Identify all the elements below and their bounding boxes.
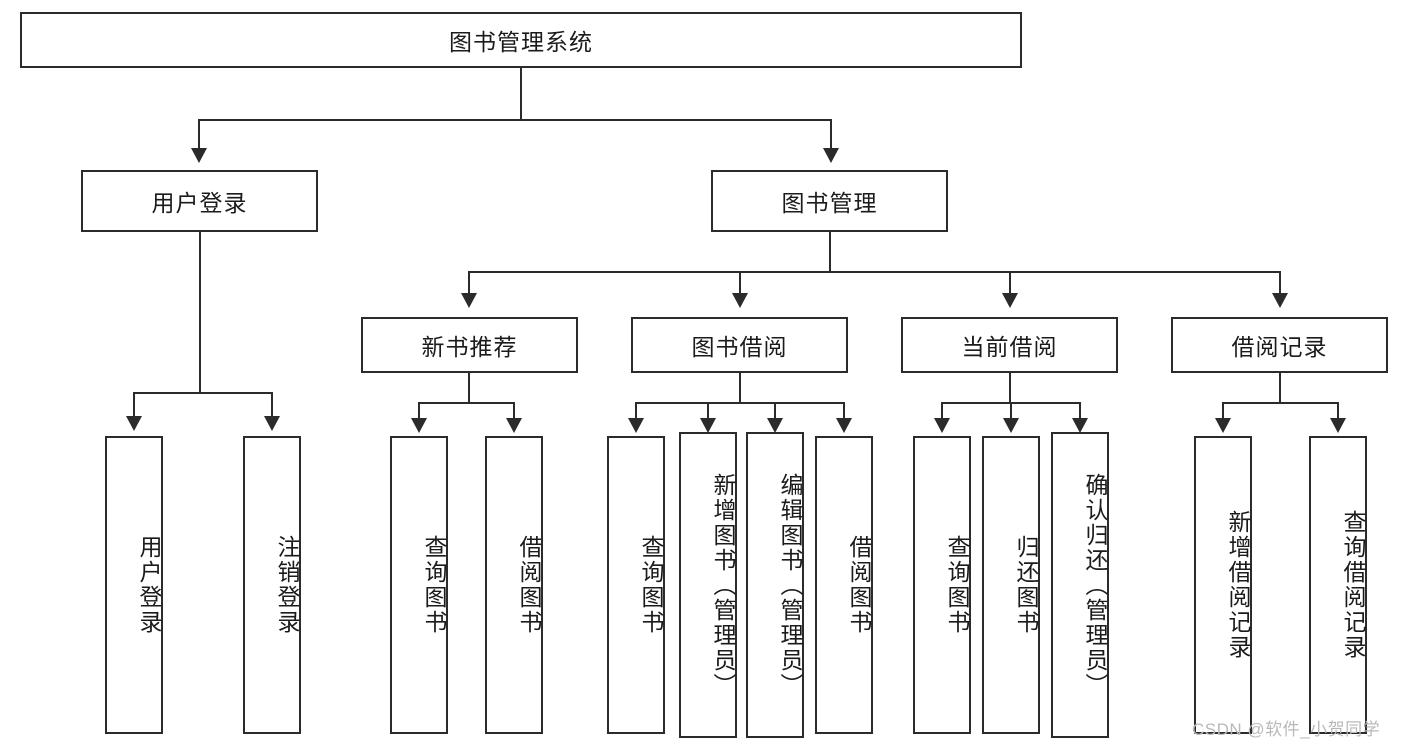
- leaf-record-query-borrow-record[interactable]: 查询借阅记录: [1309, 436, 1367, 734]
- leaf-borrow-edit-book-admin[interactable]: 编辑图书（管理员）: [746, 432, 804, 738]
- arrow-book-borrow-leaf-3: [767, 418, 783, 433]
- edge-user-login-to-leaf-1: [133, 392, 135, 417]
- edge-new-book-bus: [418, 402, 514, 404]
- node-book-management[interactable]: 图书管理: [711, 170, 948, 232]
- leaf-logout-login[interactable]: 注销登录: [243, 436, 301, 734]
- leaf-current-return-book[interactable]: 归还图书: [982, 436, 1040, 734]
- arrow-new-book-leaf-2: [506, 418, 522, 433]
- node-label: 图书借阅: [691, 334, 788, 360]
- edge-root-stem: [520, 68, 522, 120]
- node-new-book-recommend[interactable]: 新书推荐: [361, 317, 578, 373]
- node-label: 查询图书: [421, 535, 447, 635]
- arrow-to-user-login: [191, 148, 207, 163]
- edge-book-borrow-to-leaf-4: [843, 402, 845, 419]
- node-borrow-record[interactable]: 借阅记录: [1171, 317, 1388, 373]
- arrow-book-borrow-leaf-2: [700, 418, 716, 433]
- csdn-watermark: CSDN @软件_小贺同学: [1192, 720, 1381, 739]
- edge-root-bus: [198, 119, 832, 121]
- node-user-login[interactable]: 用户登录: [81, 170, 318, 232]
- edge-current-borrow-stem: [1009, 373, 1011, 403]
- node-label: 查询借阅记录: [1340, 510, 1366, 660]
- arrow-to-book-mgmt: [823, 148, 839, 163]
- edge-book-borrow-stem: [739, 373, 741, 403]
- node-label: 当前借阅: [961, 334, 1058, 360]
- node-label: 查询图书: [638, 535, 664, 635]
- edge-current-borrow-to-leaf-3: [1079, 402, 1081, 419]
- node-root-system[interactable]: 图书管理系统: [20, 12, 1022, 68]
- arrow-user-login-leaf-1: [126, 416, 142, 431]
- node-label: 注销登录: [274, 535, 300, 635]
- arrow-new-book-leaf-1: [411, 418, 427, 433]
- arrow-book-borrow-leaf-1: [628, 418, 644, 433]
- edge-borrow-record-bus: [1222, 402, 1338, 404]
- edge-user-login-bus: [133, 392, 271, 394]
- arrow-l3-borrow-record: [1272, 293, 1288, 308]
- arrow-borrow-record-leaf-2: [1330, 418, 1346, 433]
- node-label: 归还图书: [1013, 535, 1039, 635]
- edge-book-borrow-to-leaf-3: [774, 402, 776, 419]
- leaf-user-login[interactable]: 用户登录: [105, 436, 163, 734]
- edge-borrow-record-stem: [1279, 373, 1281, 403]
- node-label: 用户登录: [151, 190, 248, 216]
- edge-new-book-to-leaf-1: [418, 402, 420, 419]
- edge-book-mgmt-bus: [468, 271, 1280, 273]
- node-label: 新增图书（管理员）: [710, 472, 736, 698]
- arrow-current-borrow-leaf-1: [934, 418, 950, 433]
- node-label: 借阅图书: [516, 535, 542, 635]
- node-label: 用户登录: [136, 535, 162, 635]
- edge-current-borrow-to-leaf-2: [1010, 402, 1012, 419]
- node-label: 查询图书: [944, 535, 970, 635]
- arrow-user-login-leaf-2: [264, 416, 280, 431]
- node-label: 借阅记录: [1231, 334, 1328, 360]
- arrow-l3-book-borrow: [732, 293, 748, 308]
- arrow-current-borrow-leaf-3: [1072, 418, 1088, 433]
- edge-borrow-record-to-leaf-1: [1222, 402, 1224, 419]
- node-label: 新书推荐: [421, 334, 518, 360]
- arrow-borrow-record-leaf-1: [1215, 418, 1231, 433]
- arrow-l3-new-book: [461, 293, 477, 308]
- leaf-current-query-book[interactable]: 查询图书: [913, 436, 971, 734]
- edge-root-to-user-login: [198, 119, 200, 149]
- edge-book-borrow-to-leaf-1: [635, 402, 637, 419]
- edge-book-mgmt-to-l3-3: [1009, 271, 1011, 294]
- node-label: 图书管理: [781, 190, 878, 216]
- leaf-record-add-borrow-record[interactable]: 新增借阅记录: [1194, 436, 1252, 734]
- edge-book-borrow-to-leaf-2: [707, 402, 709, 419]
- leaf-borrow-query-book[interactable]: 查询图书: [607, 436, 665, 734]
- leaf-current-confirm-return-admin[interactable]: 确认归还（管理员）: [1051, 432, 1109, 738]
- edge-book-borrow-bus: [635, 402, 844, 404]
- node-current-borrow[interactable]: 当前借阅: [901, 317, 1118, 373]
- edge-book-mgmt-stem: [829, 232, 831, 272]
- edge-user-login-to-leaf-2: [271, 392, 273, 417]
- node-label: 新增借阅记录: [1225, 510, 1251, 660]
- leaf-borrow-add-book-admin[interactable]: 新增图书（管理员）: [679, 432, 737, 738]
- node-label: 确认归还（管理员）: [1082, 472, 1108, 698]
- edge-current-borrow-to-leaf-1: [941, 402, 943, 419]
- edge-new-book-stem: [468, 373, 470, 403]
- node-book-borrow[interactable]: 图书借阅: [631, 317, 848, 373]
- arrow-l3-current-borrow: [1002, 293, 1018, 308]
- arrow-book-borrow-leaf-4: [836, 418, 852, 433]
- node-label: 编辑图书（管理员）: [777, 472, 803, 698]
- leaf-recommend-borrow-book[interactable]: 借阅图书: [485, 436, 543, 734]
- arrow-current-borrow-leaf-2: [1003, 418, 1019, 433]
- edge-book-mgmt-to-l3-2: [739, 271, 741, 294]
- leaf-recommend-query-book[interactable]: 查询图书: [390, 436, 448, 734]
- edge-book-mgmt-to-l3-1: [468, 271, 470, 294]
- leaf-borrow-borrow-book[interactable]: 借阅图书: [815, 436, 873, 734]
- node-label: 图书管理系统: [449, 29, 593, 55]
- edge-user-login-stem: [199, 232, 201, 393]
- edge-root-to-book-mgmt: [830, 119, 832, 149]
- edge-book-mgmt-to-l3-4: [1279, 271, 1281, 294]
- edge-new-book-to-leaf-2: [513, 402, 515, 419]
- edge-borrow-record-to-leaf-2: [1337, 402, 1339, 419]
- node-label: 借阅图书: [846, 535, 872, 635]
